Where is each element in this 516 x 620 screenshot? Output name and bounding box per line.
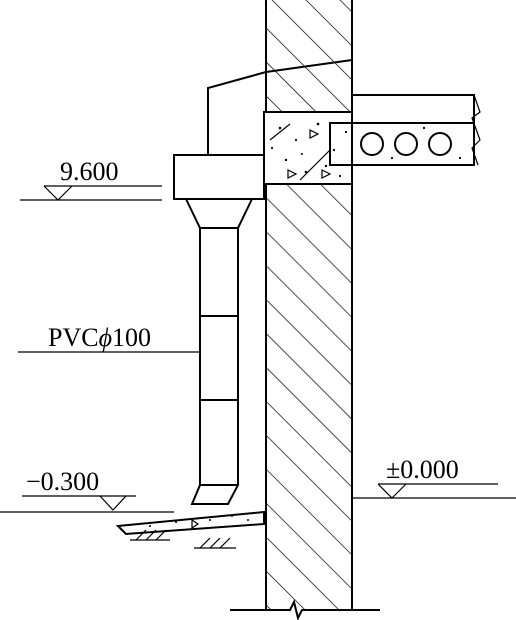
elevation-label-floor: ±0.000 (386, 455, 459, 484)
gutter-outlet (173, 154, 265, 200)
eave-gutter (207, 59, 353, 155)
pipe-label: PVCϕ100 (48, 323, 151, 352)
elevation-marker-floor: ±0.000 (352, 455, 516, 499)
splash-apron (115, 510, 265, 549)
break-line (230, 599, 380, 620)
pvc-downpipe (185, 198, 253, 505)
lower-wall (265, 184, 353, 610)
upper-wall (265, 0, 353, 112)
elevation-marker-top: 9.600 (20, 157, 162, 201)
hollow-core-slab (329, 94, 481, 166)
pipe-label-group: PVCϕ100 (18, 323, 200, 353)
elevation-label-top: 9.600 (60, 157, 119, 186)
elevation-marker-outdoor: −0.300 (0, 467, 174, 513)
floor-topping (351, 94, 475, 124)
elevation-label-outdoor: −0.300 (26, 467, 99, 496)
